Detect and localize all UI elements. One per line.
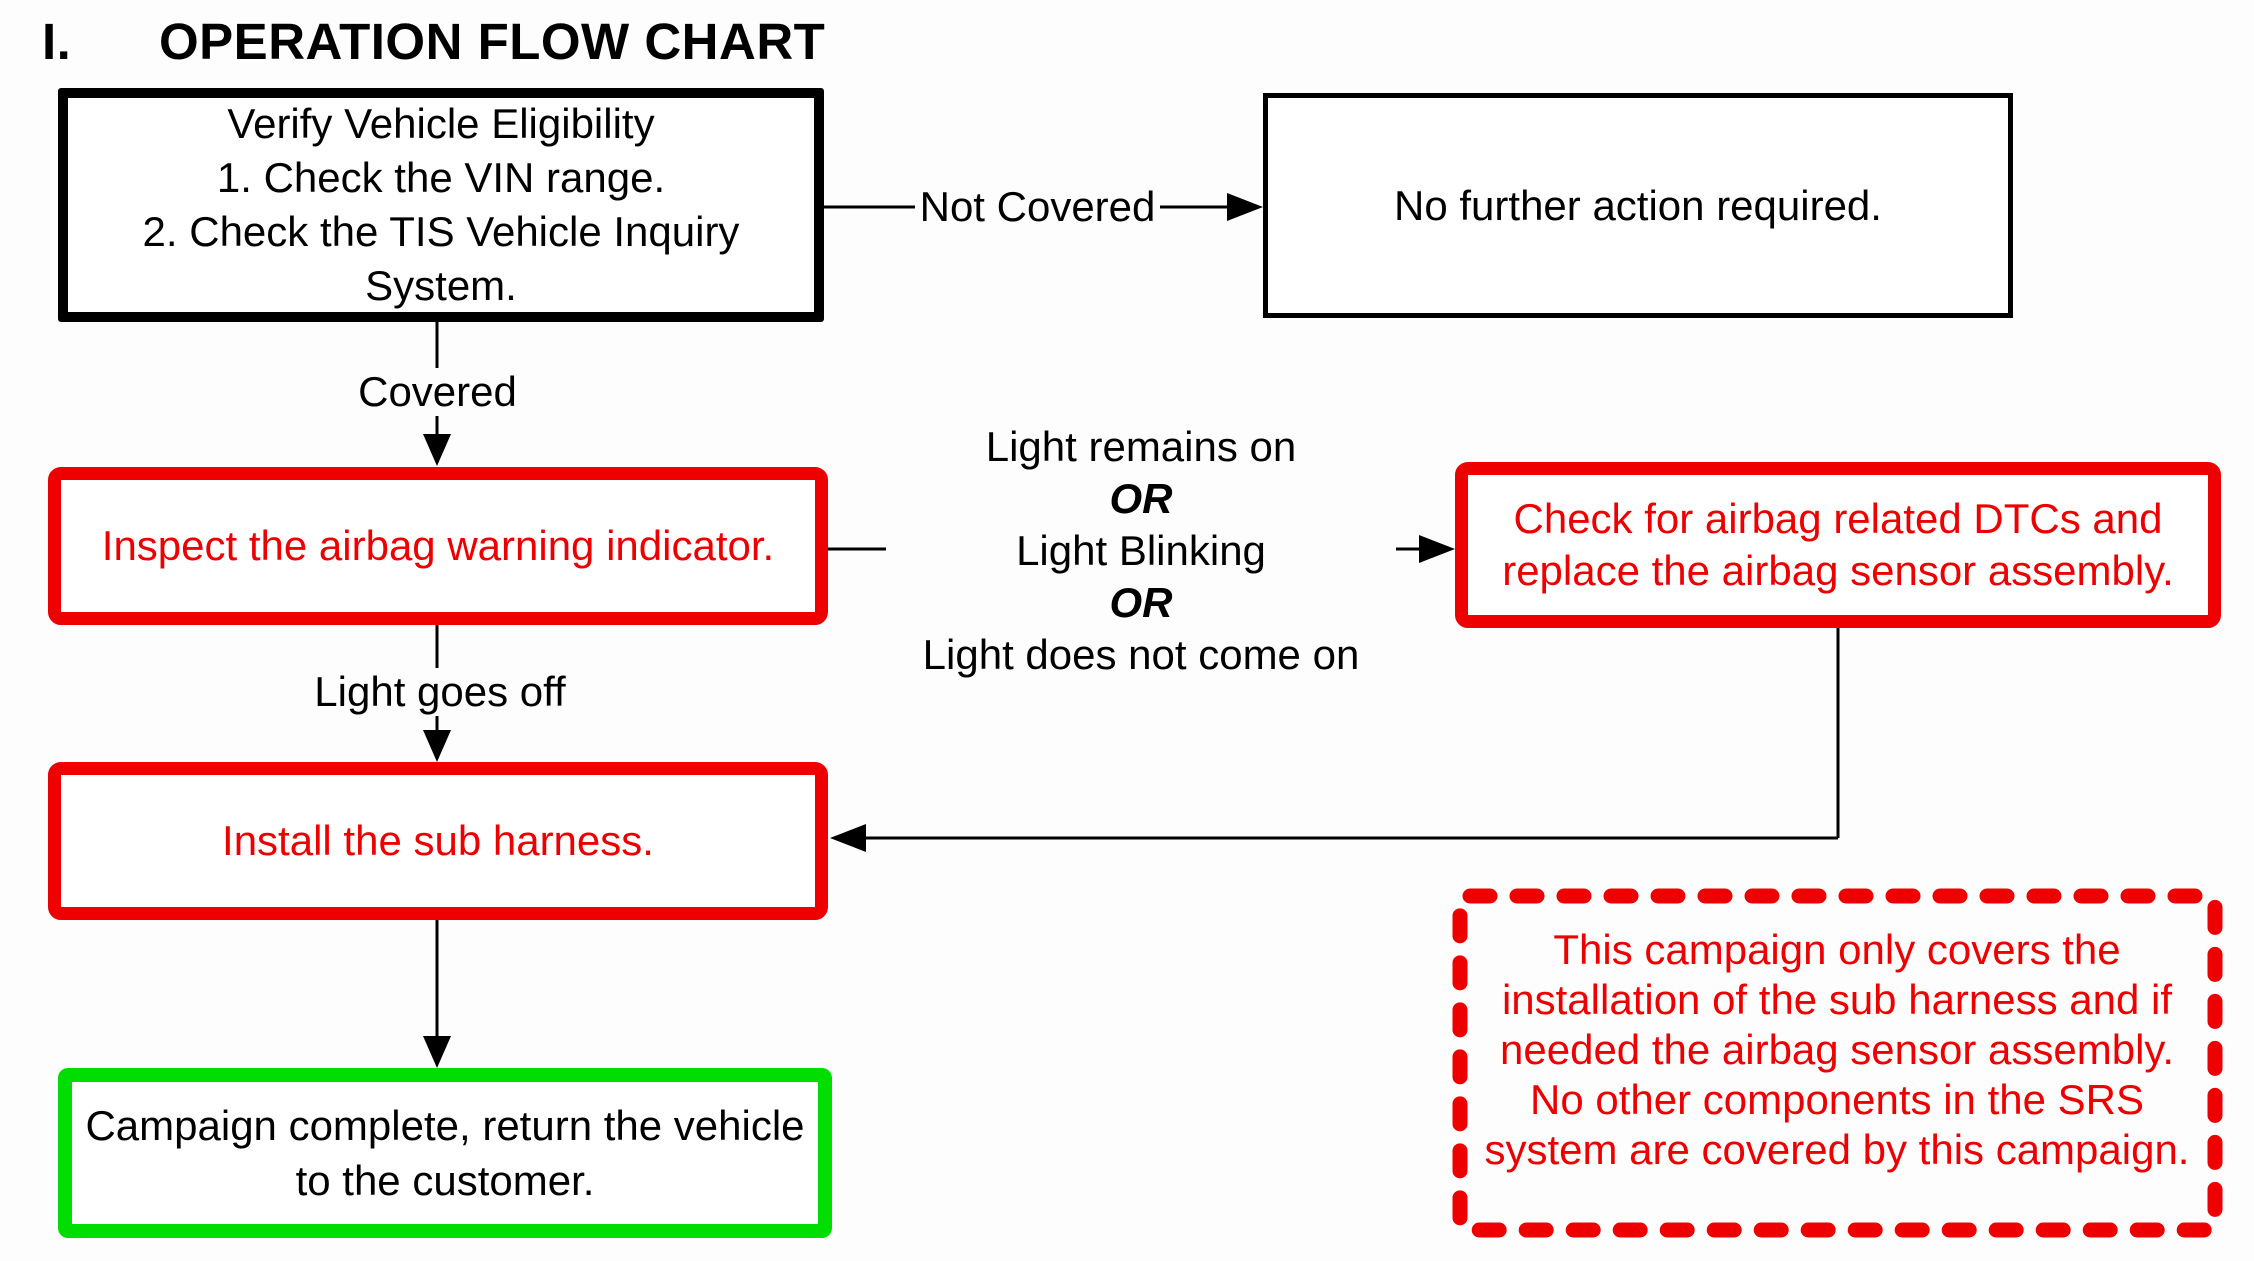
node-verify-line: 2. Check the TIS Vehicle Inquiry [142, 208, 740, 255]
arrowhead-right-check-dtc [1419, 535, 1455, 563]
node-install-text: Install the sub harness. [222, 817, 654, 864]
edge-label-light-goes-off: Light goes off [300, 668, 580, 716]
campaign-note-line: system are covered by this campaign. [1484, 1126, 2190, 1173]
campaign-note-line: No other components in the SRS [1529, 1076, 2144, 1123]
arrowhead-right-no-action [1227, 193, 1263, 221]
page-title: I. OPERATION FLOW CHART [42, 12, 825, 71]
title-text: OPERATION FLOW CHART [159, 13, 826, 70]
node-verify-eligibility: Verify Vehicle Eligibility 1. Check the … [58, 88, 824, 322]
condition-line: Light remains on [985, 423, 1297, 470]
node-inspect-text: Inspect the airbag warning indicator. [101, 522, 775, 569]
condition-line: Light Blinking [1016, 527, 1266, 574]
node-verify-line: 1. Check the VIN range. [216, 154, 666, 201]
or-word: OR [1109, 579, 1173, 626]
node-inspect-airbag-indicator: Inspect the airbag warning indicator. [48, 467, 828, 625]
node-campaign-complete: Campaign complete, return the vehicle to… [58, 1068, 832, 1238]
title-numeral: I. [42, 13, 72, 70]
node-verify-line: Verify Vehicle Eligibility [227, 100, 655, 147]
or-word: OR [1109, 475, 1173, 522]
arrowhead-down-complete [423, 1036, 451, 1068]
node-check-dtc-line: Check for airbag related DTCs and [1513, 495, 2163, 542]
campaign-note-line: This campaign only covers the [1553, 926, 2121, 973]
node-install-sub-harness: Install the sub harness. [48, 762, 828, 920]
node-check-dtc: Check for airbag related DTCs and replac… [1455, 462, 2221, 628]
edge-label-not-covered: Not Covered [915, 183, 1160, 231]
campaign-note-line: needed the airbag sensor assembly. [1500, 1026, 2174, 1073]
condition-line: Light does not come on [922, 631, 1360, 678]
node-no-further-action: No further action required. [1263, 93, 2013, 318]
campaign-note: This campaign only covers the installati… [1472, 925, 2202, 1175]
node-check-dtc-line: replace the airbag sensor assembly. [1502, 547, 2174, 594]
edge-label-indicator-conditions: Light remains on OR Light Blinking OR Li… [886, 421, 1396, 681]
node-no-further-action-text: No further action required. [1394, 181, 1882, 229]
node-verify-line: System. [365, 262, 517, 309]
edge-label-covered: Covered [345, 368, 530, 416]
note-dashed-border [1452, 888, 2223, 1238]
arrowhead-down-inspect [423, 434, 451, 466]
arrowhead-left-install [830, 824, 866, 852]
arrowhead-down-install [423, 730, 451, 762]
node-complete-line: to the customer. [295, 1157, 595, 1204]
campaign-note-line: installation of the sub harness and if [1501, 976, 2173, 1023]
node-complete-line: Campaign complete, return the vehicle [85, 1102, 805, 1149]
